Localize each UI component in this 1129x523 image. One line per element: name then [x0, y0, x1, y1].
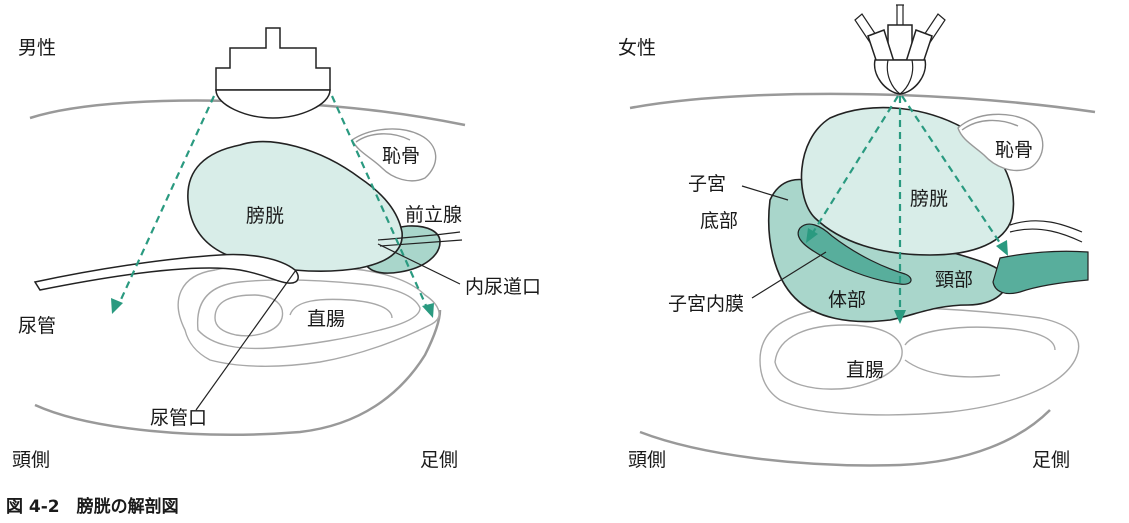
female-rectum: [759, 306, 1080, 416]
male-label-foot-side: 足側: [420, 449, 458, 471]
male-label-head-side: 頭側: [12, 449, 50, 471]
male-beam-right-arrow: [422, 303, 434, 318]
male-beam-right: [330, 95, 430, 311]
male-probe: [215, 27, 331, 119]
male-label-urethra: 尿管: [18, 315, 56, 337]
female-label-body: 体部: [828, 289, 866, 311]
female-label-pubis: 恥骨: [995, 139, 1033, 161]
male-pubis: [351, 128, 437, 182]
male-label-urethral-orifice: 尿管口: [150, 407, 207, 429]
female-label-head-side: 頭側: [628, 449, 666, 471]
male-beam-left-arrow: [111, 298, 123, 314]
female-label-endometrium: 子宮内膜: [668, 293, 744, 315]
male-bladder: [187, 140, 403, 272]
female-label-uterus: 子宮: [688, 173, 726, 195]
male-panel: 男性 恥骨 膀胱 前立腺 内尿道口 尿管 直腸 尿管口 頭側 足側: [12, 27, 541, 471]
male-beam-left: [116, 95, 216, 307]
male-label-bladder: 膀胱: [246, 205, 284, 227]
male-leader-internal-urethral-orifice: [377, 243, 461, 285]
female-beam-left-arrow: [806, 228, 818, 243]
female-label-bladder: 膀胱: [910, 188, 948, 210]
female-beam-center-arrow: [894, 310, 906, 324]
male-label-pubis: 恥骨: [382, 145, 420, 167]
female-label-cervix: 頸部: [935, 269, 973, 291]
male-back-line: [34, 309, 442, 436]
female-beam-right: [901, 95, 1003, 247]
male-title: 男性: [18, 37, 56, 59]
male-label-internal-urethral-orifice: 内尿道口: [465, 276, 541, 298]
female-probe: [854, 4, 946, 95]
female-leader-endometrium: [751, 251, 827, 299]
female-panel: 女性 恥骨 子宮 底部 膀胱 頸部 体部 子宮内膜 直腸 頭側 足側: [618, 4, 1096, 471]
male-urethra: [33, 253, 299, 291]
female-label-rectum: 直腸: [846, 359, 884, 381]
female-title: 女性: [618, 37, 656, 59]
female-endometrium: [797, 223, 912, 285]
female-beam-left: [811, 95, 899, 235]
female-skin-line: [629, 92, 1096, 114]
female-label-foot-side: 足側: [1032, 449, 1070, 471]
female-leader-uterus: [741, 185, 789, 201]
female-back-line: [639, 409, 1051, 467]
male-label-rectum: 直腸: [307, 308, 345, 330]
male-leader-urethral-orifice: [195, 269, 297, 411]
female-label-fundus: 底部: [700, 210, 738, 232]
male-rectum: [177, 264, 440, 367]
figure-caption: 図 4-2 膀胱の解剖図: [6, 496, 179, 517]
female-vagina: [992, 250, 1089, 295]
male-label-prostate: 前立腺: [405, 204, 462, 226]
female-beam-right-arrow: [996, 240, 1008, 256]
female-bladder: [800, 106, 1015, 256]
